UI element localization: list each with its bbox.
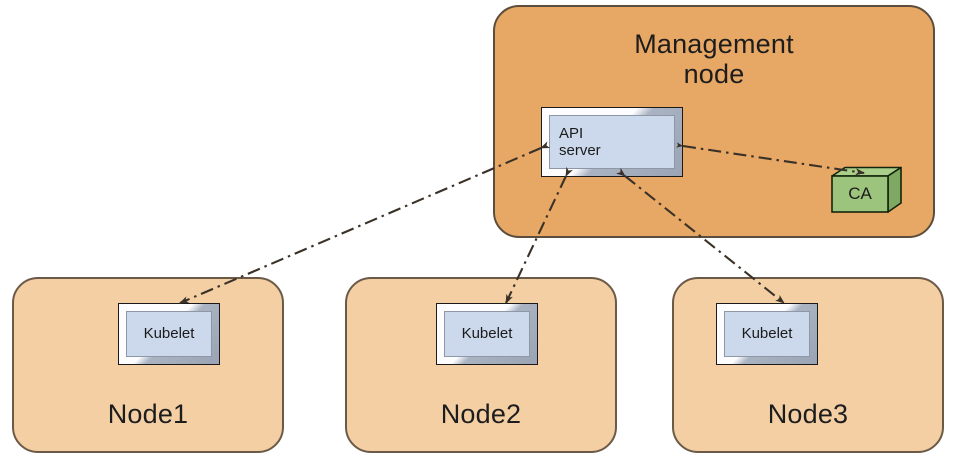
kubelet-inner-2: Kubelet	[444, 311, 530, 357]
ca-label: CA	[848, 184, 872, 203]
worker-node-label-1: Node1	[107, 398, 189, 429]
worker-node-group-1[interactable]: Node1	[12, 277, 284, 453]
kubelet-label-1: Kubelet	[143, 325, 195, 343]
ca-box[interactable]: CA	[818, 166, 902, 216]
kubelet-inner-3: Kubelet	[724, 311, 810, 357]
worker-node-label-3: Node3	[767, 398, 849, 429]
kubelet-box-1[interactable]: Kubelet	[118, 303, 220, 365]
api-server-inner: API server	[549, 115, 675, 169]
kubelet-box-3[interactable]: Kubelet	[716, 303, 818, 365]
kubelet-label-3: Kubelet	[741, 325, 793, 343]
management-node-label: Management node	[634, 29, 794, 90]
api-server-box[interactable]: API server	[541, 107, 683, 177]
kubelet-inner-1: Kubelet	[126, 311, 212, 357]
api-server-label: API server	[559, 124, 601, 159]
worker-node-label-2: Node2	[440, 398, 522, 429]
kubelet-label-2: Kubelet	[461, 325, 513, 343]
kubelet-box-2[interactable]: Kubelet	[436, 303, 538, 365]
